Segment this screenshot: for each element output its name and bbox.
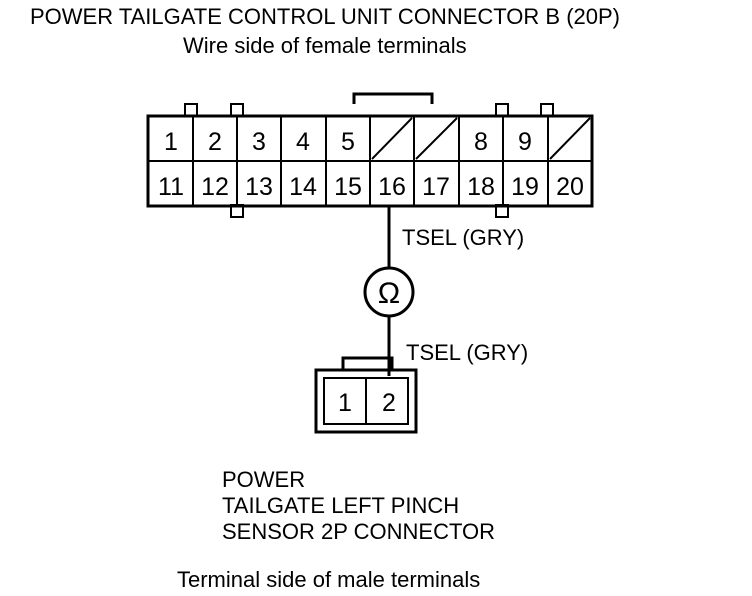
connector-b-key	[540, 103, 554, 117]
wire-lower-label: TSEL (GRY)	[406, 340, 528, 365]
pin-20: 20	[556, 173, 584, 201]
sensor-connector-lock-tab	[341, 356, 394, 370]
connector-b-key	[184, 103, 198, 117]
footer-caption: Terminal side of male terminals	[177, 567, 480, 592]
sensor-pin-2: 2	[382, 389, 396, 417]
pin-19: 19	[511, 173, 539, 201]
pin-8: 8	[474, 128, 488, 156]
connector-b-20p: 1 2 3 4 5 8 9 11 12 13 14 15 16 17 18 19…	[146, 92, 594, 218]
sensor-connector-2p: 1 2	[314, 356, 418, 434]
sensor-name-line-3: SENSOR 2P CONNECTOR	[222, 519, 495, 544]
pin-15: 15	[334, 173, 362, 201]
pin-16: 16	[378, 173, 406, 201]
pin-2: 2	[208, 128, 222, 156]
sensor-pin-1: 1	[338, 389, 352, 417]
ohm-icon: Ω	[378, 277, 400, 310]
pin-3: 3	[252, 128, 266, 156]
pin-9: 9	[518, 128, 532, 156]
diagram-subtitle: Wire side of female terminals	[183, 33, 467, 58]
wire-upper-label: TSEL (GRY)	[402, 225, 524, 250]
pin-5: 5	[341, 128, 355, 156]
sensor-name-line-2: TAILGATE LEFT PINCH	[222, 493, 459, 518]
pin-18: 18	[467, 173, 495, 201]
unused-cavity-6	[371, 117, 413, 160]
pin-17: 17	[422, 173, 450, 201]
pin-1: 1	[164, 128, 178, 156]
connector-b-lock-tab	[352, 92, 434, 104]
pin-14: 14	[289, 173, 317, 201]
pin-11: 11	[158, 173, 184, 201]
connector-b-key	[495, 103, 509, 117]
unused-cavity-7	[415, 117, 458, 160]
pin-12: 12	[201, 173, 229, 201]
unused-cavity-10	[549, 117, 591, 160]
pin-13: 13	[245, 173, 273, 201]
sensor-connector-body	[314, 368, 418, 434]
diagram-title: POWER TAILGATE CONTROL UNIT CONNECTOR B …	[30, 4, 620, 29]
sensor-name-line-1: POWER	[222, 467, 305, 492]
pin-4: 4	[296, 128, 310, 156]
connector-b-key	[230, 103, 244, 117]
